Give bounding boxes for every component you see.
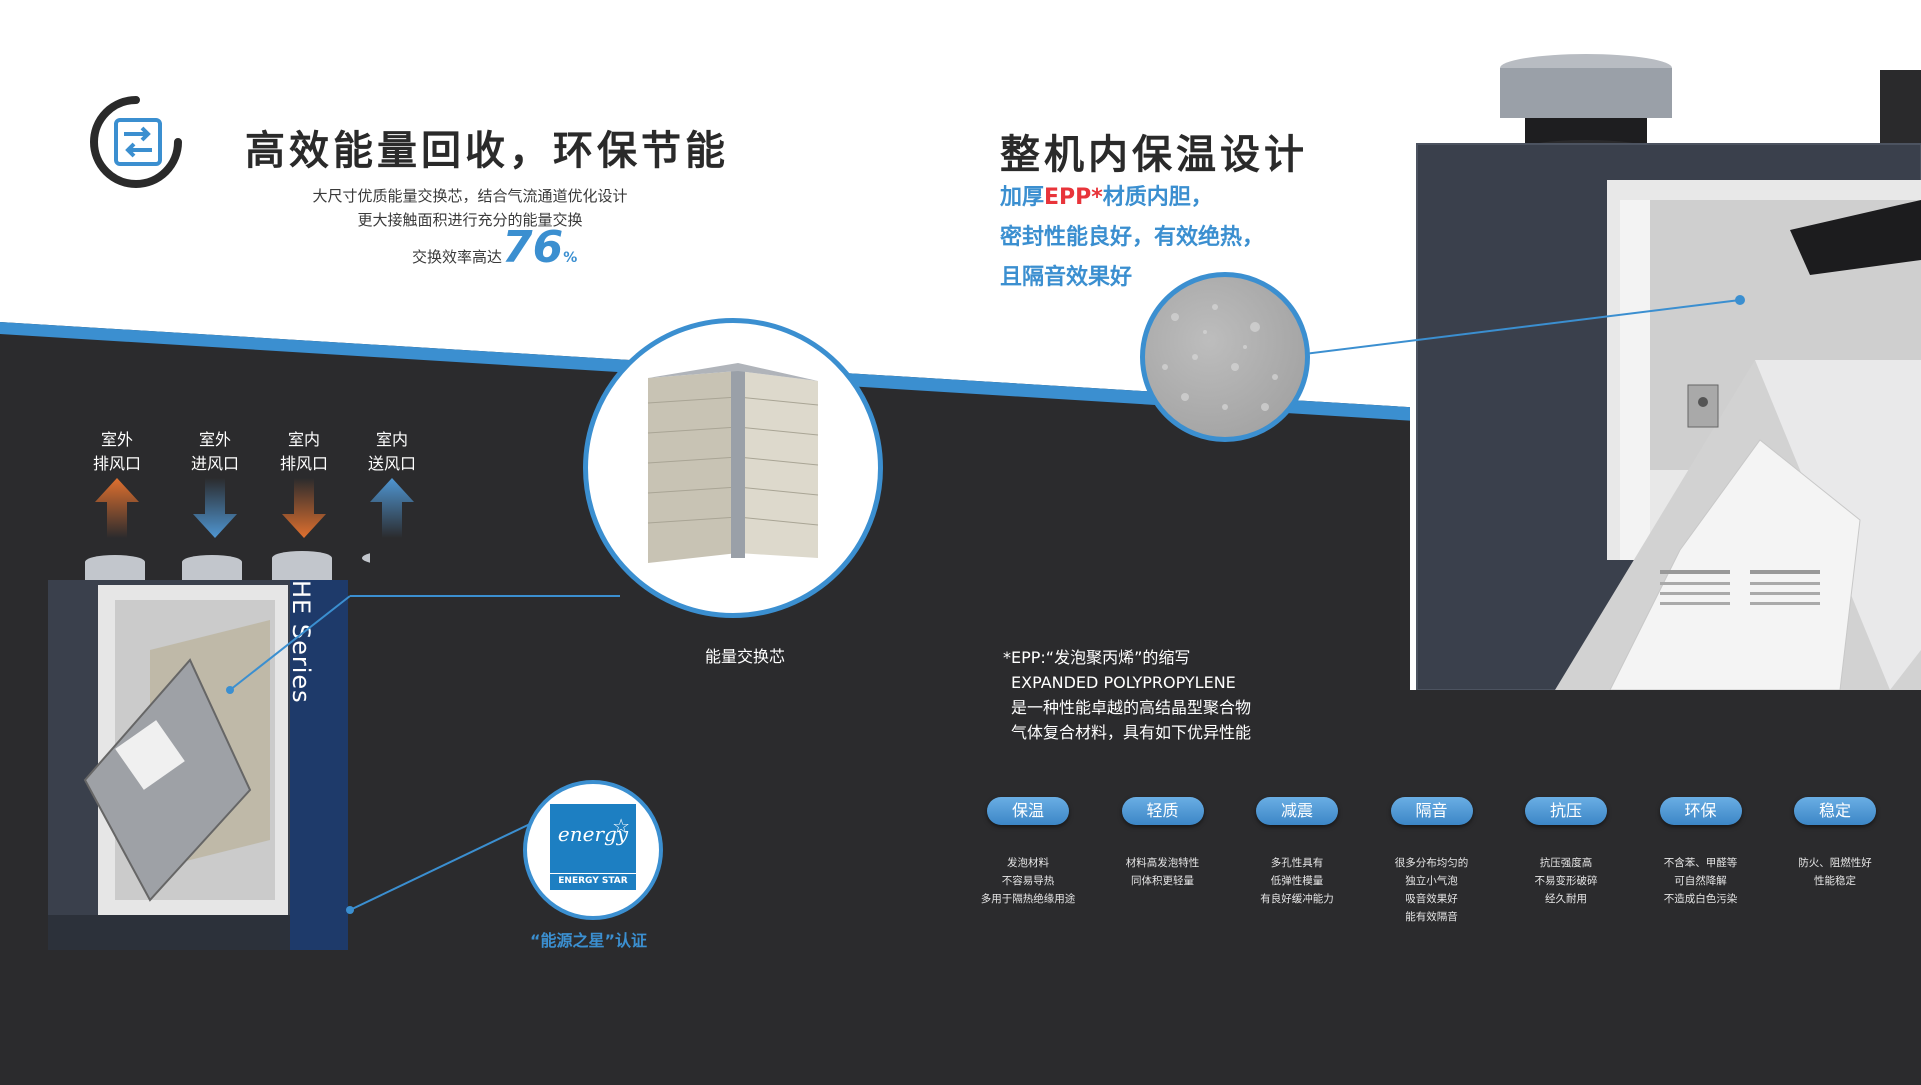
- feature-description-line: 发泡材料: [1007, 857, 1049, 869]
- feature-pill: 轻质: [1121, 797, 1204, 825]
- arrow-up-icon: [95, 478, 139, 538]
- feature-description-line: 多孔性具有: [1270, 857, 1324, 869]
- port-label-line: 室外: [100, 430, 133, 449]
- epp-line-2: 密封性能良好，有效绝热，: [1000, 225, 1265, 250]
- feature-description: 不含苯、甲醛等可自然降解不造成白色污染: [1646, 854, 1756, 908]
- feature-description-line: 能有效隔音: [1405, 911, 1458, 923]
- feature-description-line: 不容易导热: [1001, 875, 1055, 887]
- star-icon: ☆: [612, 814, 630, 838]
- epp-line-3: 且隔音效果好: [1000, 265, 1133, 290]
- epp-line-suffix: 材质内胆，: [1102, 185, 1213, 210]
- feature-description: 防火、阻燃性好性能稳定: [1780, 854, 1890, 890]
- feature-pill: 抗压: [1525, 797, 1607, 825]
- energy-star-script: energy: [557, 822, 629, 846]
- feature-description-line: 性能稳定: [1814, 875, 1856, 887]
- feature-pill: 稳定: [1794, 797, 1876, 825]
- feature-pill: 隔音: [1390, 797, 1473, 825]
- right-section-title: 整机内保温设计: [1000, 132, 1308, 178]
- feature-description-line: 低弹性模量: [1270, 875, 1324, 887]
- epp-callout-line: [1240, 295, 1745, 363]
- energy-star-callout-line: [346, 823, 531, 914]
- epp-material-zoom: [1140, 272, 1310, 442]
- feature-description: 很多分布均匀的独立小气泡吸音效果好能有效隔音: [1377, 854, 1487, 926]
- feature-pill: 环保: [1659, 797, 1742, 825]
- core-callout-line: [226, 595, 620, 694]
- port-label-line: 室内: [375, 430, 408, 449]
- feature-description: 材料高发泡特性同体积更轻量: [1108, 854, 1218, 890]
- left-section-title: 高效能量回收，环保节能: [245, 128, 729, 174]
- port-label: 室内排风口: [269, 428, 339, 476]
- epp-highlight: EPP*: [1044, 185, 1103, 210]
- feature-description: 抗压强度高不易变形破碎经久耐用: [1511, 854, 1621, 908]
- epp-note-line: EXPANDED POLYPROPYLENE: [1011, 673, 1236, 692]
- feature-description-line: 防火、阻燃性好: [1798, 857, 1872, 869]
- epp-texture: [1162, 304, 1278, 411]
- epp-note-line: *EPP:“发泡聚丙烯”的缩写: [1003, 648, 1191, 667]
- feature-description-line: 同体积更轻量: [1131, 875, 1194, 887]
- core-caption: 能量交换芯: [705, 647, 786, 666]
- feature-description-line: 很多分布均匀的: [1394, 857, 1469, 869]
- feature-pill: 保温: [987, 797, 1069, 825]
- feature-description-line: 不造成白色污染: [1663, 893, 1738, 905]
- exchange-core-image: [647, 363, 819, 563]
- feature-description-line: 不易变形破碎: [1534, 875, 1598, 887]
- port-label-line: 室内: [287, 430, 320, 449]
- feature-description-line: 不含苯、甲醛等: [1663, 857, 1738, 869]
- energy-star-logo: energy ☆ ENERGY STAR: [550, 804, 636, 890]
- feature-description-line: 独立小气泡: [1405, 875, 1458, 887]
- port-label: 室内送风口: [357, 428, 427, 476]
- feature-description-line: 抗压强度高: [1539, 857, 1593, 869]
- efficiency-unit: %: [563, 250, 578, 266]
- energy-recovery-icon: [90, 96, 182, 188]
- port-label: 室外进风口: [180, 428, 250, 476]
- port-label: 室外排风口: [82, 428, 152, 476]
- feature-description-line: 材料高发泡特性: [1125, 857, 1200, 869]
- feature-pill: 减震: [1256, 797, 1338, 825]
- description-line: 更大接触面积进行充分的能量交换: [357, 211, 583, 229]
- port-label-line: 排风口: [92, 454, 141, 473]
- feature-description-line: 吸音效果好: [1405, 893, 1458, 905]
- feature-description-line: 多用于隔热绝缘用途: [980, 893, 1076, 905]
- efficiency-line: 交换效率高达76%: [412, 226, 577, 270]
- arrow-down-icon: [193, 478, 237, 538]
- feature-description: 发泡材料不容易导热多用于隔热绝缘用途: [973, 854, 1083, 908]
- epp-line-1: 加厚EPP*材质内胆，: [1000, 178, 1213, 218]
- energy-star-caption: “能源之星”认证: [530, 931, 648, 950]
- left-description: 大尺寸优质能量交换芯，结合气流通道优化设计 更大接触面积进行充分的能量交换: [300, 184, 640, 232]
- epp-note-line: 气体复合材料，具有如下优异性能: [1011, 723, 1252, 742]
- energy-star-badge: energy ☆ ENERGY STAR: [523, 780, 663, 920]
- arrow-up-icon: [370, 478, 414, 538]
- arrow-down-icon: [282, 478, 326, 538]
- port-label-line: 排风口: [279, 454, 328, 473]
- epp-note: *EPP:“发泡聚丙烯”的缩写 EXPANDED POLYPROPYLENE 是…: [1003, 645, 1251, 745]
- efficiency-value: 76: [502, 222, 564, 273]
- insulated-unit-photo: [1410, 50, 1921, 690]
- port-label-line: 室外: [198, 430, 231, 449]
- description-line: 大尺寸优质能量交换芯，结合气流通道优化设计: [312, 187, 628, 205]
- efficiency-prefix: 交换效率高达: [412, 248, 503, 266]
- feature-description-line: 有良好缓冲能力: [1260, 893, 1334, 905]
- epp-line-prefix: 加厚: [1000, 185, 1045, 210]
- feature-description-line: 经久耐用: [1545, 893, 1587, 905]
- feature-description: 多孔性具有低弹性模量有良好缓冲能力: [1242, 854, 1352, 908]
- epp-note-line: 是一种性能卓越的高结晶型聚合物: [1011, 698, 1252, 717]
- exchange-core-zoom: [583, 318, 883, 618]
- he-series-unit-photo: [48, 551, 370, 950]
- port-label-line: 进风口: [190, 454, 239, 473]
- port-label-line: 送风口: [367, 454, 416, 473]
- energy-star-text: ENERGY STAR: [550, 873, 636, 886]
- feature-description-line: 可自然降解: [1674, 875, 1727, 887]
